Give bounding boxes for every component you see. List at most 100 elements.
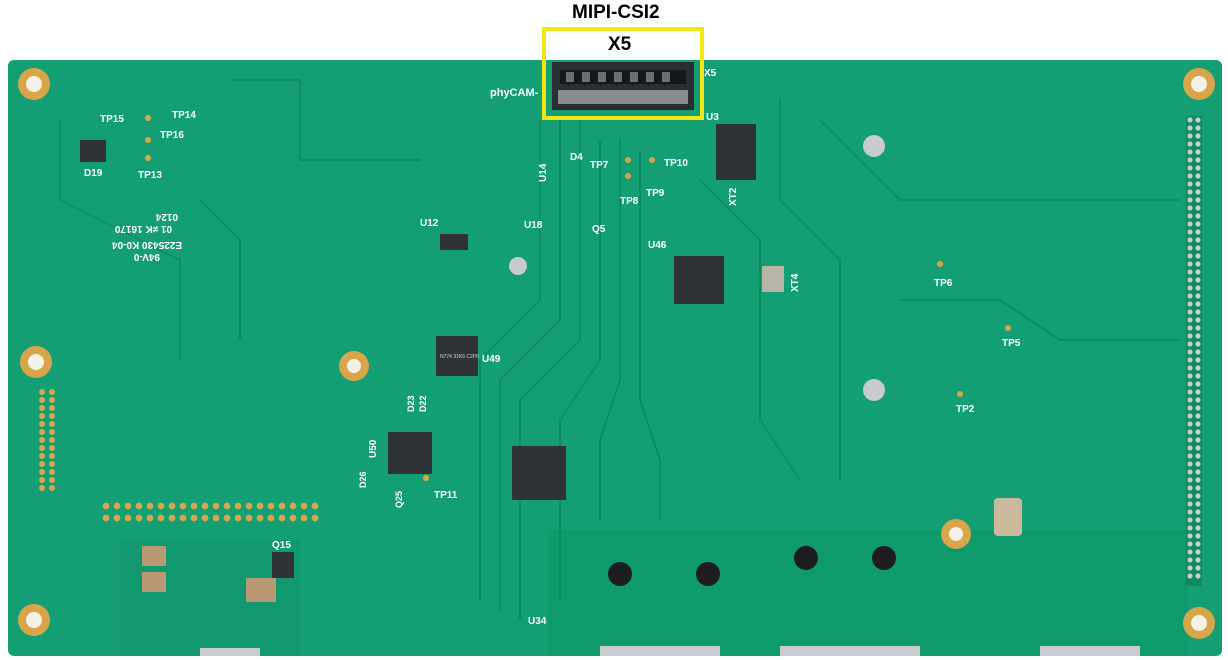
header-pin xyxy=(39,461,45,467)
header-pin xyxy=(49,461,55,467)
header-pin xyxy=(1187,301,1193,307)
header-pin xyxy=(201,502,209,510)
silk-x5: X5 xyxy=(704,68,717,79)
ground-zone xyxy=(548,530,1188,656)
silk-phycam: phyCAM- xyxy=(490,87,539,99)
header-pin xyxy=(1195,117,1201,123)
x5-highlight-box xyxy=(542,27,704,120)
mirror-marking-4: 94V-0 xyxy=(133,251,160,262)
header-pin xyxy=(300,514,308,522)
header-pin xyxy=(1195,261,1201,267)
header-pin xyxy=(1187,253,1193,259)
header-pin xyxy=(190,502,198,510)
header-pin xyxy=(1187,525,1193,531)
silk-tp2: TP2 xyxy=(956,404,975,415)
header-pin xyxy=(39,437,45,443)
header-pin xyxy=(168,502,176,510)
header-pin xyxy=(1187,565,1193,571)
connector-pad xyxy=(1040,646,1140,656)
x5-connector-slot xyxy=(560,70,686,84)
header-pin xyxy=(1187,437,1193,443)
header-pin xyxy=(1195,189,1201,195)
silk-tp6: TP6 xyxy=(934,278,953,289)
header-pin xyxy=(1187,133,1193,139)
header-pin xyxy=(1195,485,1201,491)
header-pin xyxy=(1195,253,1201,259)
header-pin xyxy=(1187,557,1193,563)
header-pin xyxy=(102,514,110,522)
capacitor xyxy=(142,572,166,592)
header-pin xyxy=(1187,213,1193,219)
header-pin xyxy=(1187,533,1193,539)
header-pin xyxy=(1195,381,1201,387)
header-pin xyxy=(49,445,55,451)
header-pin xyxy=(1187,413,1193,419)
connector-pad xyxy=(780,646,920,656)
header-pin xyxy=(1187,165,1193,171)
capacitor xyxy=(246,578,276,602)
header-pin xyxy=(1195,229,1201,235)
header-pin xyxy=(1195,469,1201,475)
header-pin xyxy=(1187,285,1193,291)
ic-d19 xyxy=(80,140,106,162)
header-pin xyxy=(201,514,209,522)
pcb-board xyxy=(8,60,1222,656)
header-pin xyxy=(1195,397,1201,403)
header-pin xyxy=(49,413,55,419)
header-pin xyxy=(234,514,242,522)
connector-pad xyxy=(600,646,720,656)
header-pin xyxy=(1195,413,1201,419)
header-pin xyxy=(39,445,45,451)
connector-pad xyxy=(200,648,260,656)
header-pin xyxy=(179,502,187,510)
header-pin xyxy=(1187,341,1193,347)
header-pin xyxy=(1195,221,1201,227)
header-pin xyxy=(1187,445,1193,451)
header-pin xyxy=(223,514,231,522)
header-pin xyxy=(49,437,55,443)
header-pin xyxy=(1195,133,1201,139)
header-pin xyxy=(1195,437,1201,443)
header-pin xyxy=(1187,197,1193,203)
header-pin xyxy=(212,502,220,510)
header-pin xyxy=(190,514,198,522)
header-pin xyxy=(1187,485,1193,491)
header-pin xyxy=(1187,397,1193,403)
header-pin xyxy=(1187,125,1193,131)
header-pin xyxy=(1195,349,1201,355)
header-pin xyxy=(1187,333,1193,339)
header-pin xyxy=(39,413,45,419)
header-pin xyxy=(1187,245,1193,251)
header-pin xyxy=(157,514,165,522)
silver-hole xyxy=(863,135,885,157)
header-pin xyxy=(49,469,55,475)
header-pin xyxy=(1187,309,1193,315)
header-pin xyxy=(1195,325,1201,331)
header-pin xyxy=(1187,429,1193,435)
header-pin xyxy=(49,485,55,491)
header-pin xyxy=(1187,357,1193,363)
header-pin xyxy=(300,502,308,510)
header-pin xyxy=(311,502,319,510)
silk-q5: Q5 xyxy=(592,224,606,235)
header-pin xyxy=(1195,125,1201,131)
header-pin xyxy=(1187,173,1193,179)
header-pin xyxy=(39,453,45,459)
header-pin xyxy=(245,514,253,522)
header-pin xyxy=(1187,501,1193,507)
ic-center xyxy=(512,446,566,500)
header-pin xyxy=(1195,525,1201,531)
header-pin xyxy=(1195,245,1201,251)
header-pin xyxy=(1195,317,1201,323)
header-pin xyxy=(1187,389,1193,395)
header-pin xyxy=(135,502,143,510)
header-pin xyxy=(1187,573,1193,579)
header-pin xyxy=(49,429,55,435)
silver-hole xyxy=(863,379,885,401)
ic-u50 xyxy=(388,432,432,474)
header-pin xyxy=(1195,565,1201,571)
header-pin xyxy=(146,502,154,510)
capacitor xyxy=(142,546,166,566)
silk-tp14: TP14 xyxy=(172,110,196,121)
header-pin xyxy=(1195,493,1201,499)
